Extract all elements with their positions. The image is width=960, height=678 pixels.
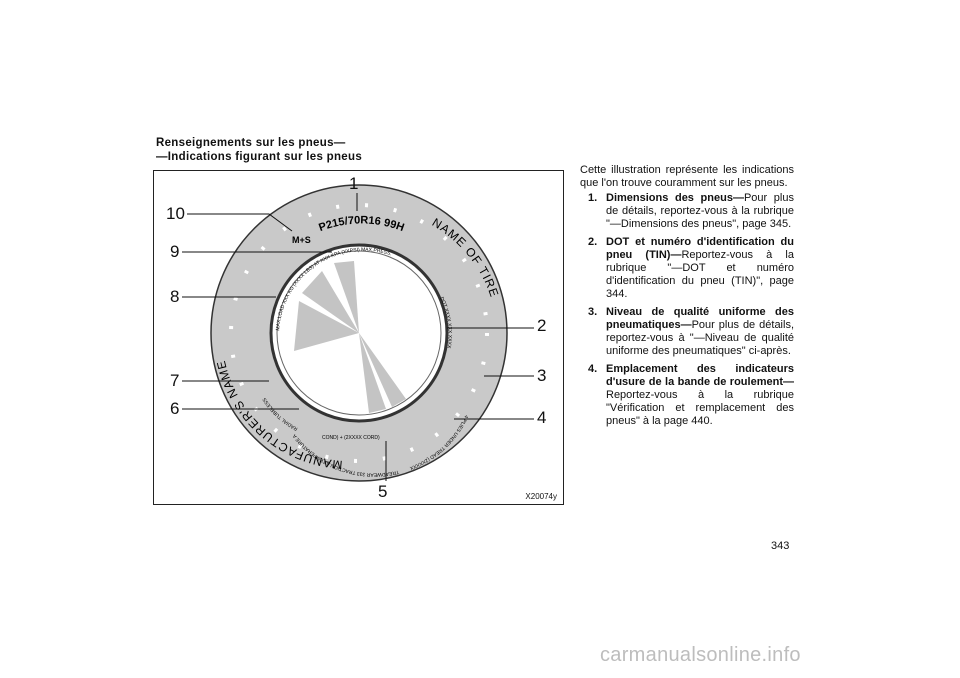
item-number: 3.: [588, 306, 598, 318]
callout-4: 4: [537, 408, 547, 427]
watermark: carmanualsonline.info: [600, 644, 801, 666]
item-title: Dimensions des pneus—: [606, 192, 744, 204]
leader-lines: [182, 193, 534, 481]
tread-notches: [229, 203, 489, 463]
heading-line-2: —Indications figurant sur les pneus: [156, 151, 363, 163]
intro-paragraph: Cette illustration représente les indica…: [580, 164, 794, 189]
item-text: Pour plus de détails, reportez-vous à "—…: [606, 319, 794, 357]
callout-1: 1: [349, 174, 359, 193]
item-title: Niveau de qualité uniforme des pneumatiq…: [606, 306, 794, 331]
item-number: 2.: [588, 236, 598, 248]
rim-shade-2: [334, 261, 359, 333]
item-text: Reportez-vous à la rubrique "Vérificatio…: [606, 389, 794, 427]
list-item: 1. Dimensions des pneus—Pour plus de dét…: [580, 192, 794, 231]
item-number: 1.: [588, 192, 598, 204]
list-item: 4. Emplacement des indicateurs d'usure d…: [580, 363, 794, 428]
tire-illustration: P215/70R16 99H M+S MAX.LOAD XXX KG (XXXX…: [153, 170, 564, 505]
item-number: 4.: [588, 363, 598, 375]
page-number: 343: [771, 540, 790, 552]
item-text: Reportez-vous à la rubrique "—DOT et num…: [606, 249, 794, 300]
item-text: Pour plus de détails, reportez-vous à la…: [606, 192, 794, 230]
rim-shade-4: [359, 333, 386, 413]
callout-8: 8: [170, 287, 180, 306]
tire-drawing: P215/70R16 99H M+S MAX.LOAD XXX KG (XXXX…: [182, 184, 534, 482]
callout-7: 7: [170, 371, 180, 390]
heading-line-1: Renseignements sur les pneus—: [156, 137, 346, 149]
callout-9: 9: [170, 242, 180, 261]
rim-shade-3: [294, 301, 359, 351]
section-heading: Renseignements sur les pneus— —Indicatio…: [156, 136, 362, 164]
item-title: Emplacement des indicateurs d'usure de l…: [606, 363, 794, 388]
leader-10: [187, 213, 293, 232]
list-item: 3. Niveau de qualité uniforme des pneuma…: [580, 306, 794, 358]
callout-6: 6: [170, 399, 180, 418]
rim-shade-5: [359, 333, 406, 407]
item-title: DOT et numéro d'identification du pneu (…: [606, 236, 794, 261]
callout-5: 5: [378, 482, 388, 501]
callout-2: 2: [537, 316, 547, 335]
list-item: 2. DOT et numéro d'identification du pne…: [580, 236, 794, 301]
ms-marking: M+S: [292, 235, 311, 245]
callout-3: 3: [537, 366, 547, 385]
cords-text: COND) + (2XXXX CORD): [322, 435, 380, 441]
description-column: Cette illustration représente les indica…: [580, 164, 794, 433]
item-list: 1. Dimensions des pneus—Pour plus de dét…: [580, 192, 794, 428]
rim-shade-1: [302, 271, 359, 333]
figure-code: X20074y: [525, 492, 557, 501]
callout-10: 10: [166, 204, 185, 223]
